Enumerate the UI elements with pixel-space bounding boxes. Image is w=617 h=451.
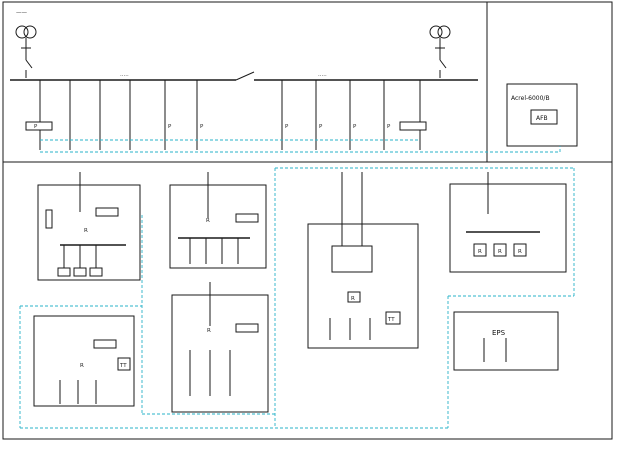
acrel-module-label: AFB <box>536 115 548 122</box>
distribution-box-3: TT R <box>33 315 135 407</box>
svg-text:R: R <box>206 218 210 224</box>
svg-text:R: R <box>351 296 355 302</box>
svg-text:P: P <box>387 124 391 130</box>
svg-text:——: —— <box>16 10 28 16</box>
eps-box: EPS <box>453 311 559 371</box>
busbar-right-label: ····· <box>318 73 327 79</box>
communication-bus <box>19 139 575 429</box>
distribution-box-2: R <box>169 172 267 269</box>
acrel-monitoring-unit: Acrel-6000/B AFB <box>506 83 578 147</box>
distribution-box-1: R <box>37 172 141 281</box>
distribution-box-4: R <box>171 282 269 413</box>
svg-text:P: P <box>168 124 172 130</box>
meter-box-right <box>399 121 427 131</box>
svg-text:P: P <box>34 124 38 130</box>
svg-text:TT: TT <box>119 363 127 369</box>
eps-label: EPS <box>492 329 506 337</box>
feeder-group <box>39 80 421 150</box>
svg-text:P: P <box>319 124 323 130</box>
svg-text:P: P <box>353 124 357 130</box>
transformer-left: —— <box>15 10 37 78</box>
svg-text:R: R <box>478 249 482 255</box>
bus-tie-switch <box>235 71 255 81</box>
meter-box-left <box>25 121 53 131</box>
svg-text:R: R <box>498 249 502 255</box>
acrel-model-label: Acrel-6000/B <box>511 95 550 102</box>
svg-text:P: P <box>200 124 204 130</box>
busbar-left-label: ····· <box>120 73 129 79</box>
distribution-box-right: R R R <box>449 172 567 273</box>
svg-text:R: R <box>207 328 211 334</box>
svg-text:P: P <box>285 124 289 130</box>
transformer-right <box>429 25 451 78</box>
svg-text:TT: TT <box>387 317 395 323</box>
svg-text:R: R <box>84 228 88 234</box>
ats-cabinet: R TT <box>307 172 419 349</box>
svg-text:R: R <box>80 363 84 369</box>
outer-frame <box>2 1 613 440</box>
svg-text:R: R <box>518 249 522 255</box>
